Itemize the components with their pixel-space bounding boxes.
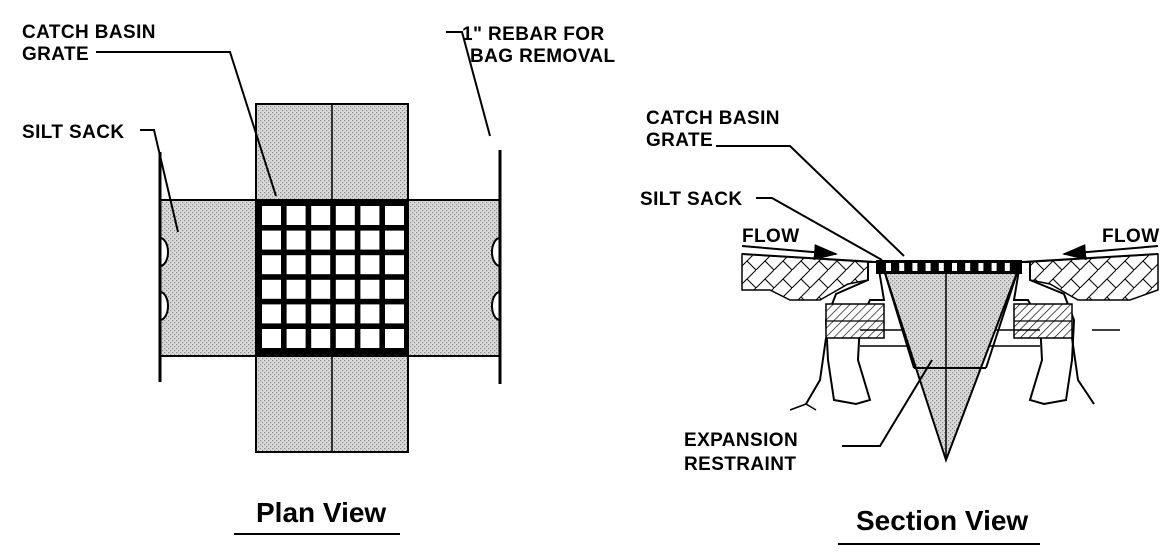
grate-opening [360,255,380,275]
grate-opening [286,206,306,225]
grate-opening [360,304,380,324]
grate-opening [360,206,380,225]
plan-silt-sack-label: SILT SACK [22,122,124,143]
grate-opening [360,329,380,348]
plan-sack-flap-right [407,199,501,357]
grate-opening [262,304,281,324]
grate-opening [311,206,331,225]
grate-opening [385,230,404,250]
section-grate-gap [886,263,891,271]
plan-sack-flap-left [159,199,257,357]
section-ground-right [1029,253,1159,301]
plan-catch-basin-label-1: CATCH BASIN [22,22,156,43]
grate-opening [385,255,404,275]
grate-opening [311,255,331,275]
grate-opening [262,279,281,299]
grate-opening [385,304,404,324]
section-silt-sack [882,269,1020,464]
section-flow-left-label: FLOW [742,226,800,247]
section-flow-arrow-left [741,244,838,261]
grate-opening [335,255,355,275]
grate-opening [311,230,331,250]
grate-opening [360,230,380,250]
grate-opening [311,329,331,348]
section-flow-right-label: FLOW [1102,226,1160,247]
section-expansion-label-1: EXPANSION [684,430,798,451]
grate-opening [311,279,331,299]
plan-catch-basin-grate [256,200,408,356]
section-grate-gap [899,263,905,271]
plan-rebar-label-1: 1" REBAR FOR [462,24,605,45]
grate-opening [286,329,306,348]
plan-catch-basin-label-2: GRATE [22,44,89,65]
section-grate-gap [991,263,997,271]
grate-opening [286,279,306,299]
plan-view-title: Plan View [256,497,386,528]
section-grate-gap [925,263,931,271]
grate-opening [286,304,306,324]
plan-view: CATCH BASIN GRATE SILT SACK 1" REBAR FOR… [22,22,616,535]
section-grate-gap [978,263,984,271]
grate-opening [385,329,404,348]
grate-opening [335,206,355,225]
grate-opening [262,329,281,348]
grate-opening [262,255,281,275]
section-flow-arrow-right [1062,244,1159,261]
section-silt-sack-label: SILT SACK [640,189,742,210]
section-grate-gap [912,263,918,271]
grate-opening [335,230,355,250]
section-view: CATCH BASIN GRATE SILT SACK FLOW FLOW EX… [640,108,1160,545]
grate-opening [360,279,380,299]
section-expansion-label-2: RESTRAINT [684,454,796,475]
grate-opening [286,255,306,275]
grate-opening [335,279,355,299]
plan-rebar-label-2: BAG REMOVAL [470,46,616,67]
grate-opening [335,304,355,324]
grate-opening [262,206,281,225]
section-catch-basin-label-1: CATCH BASIN [646,108,780,129]
section-grate-gap [1004,263,1010,271]
grate-opening [385,279,404,299]
grate-opening [335,329,355,348]
section-grate-gap [952,263,957,271]
section-view-title: Section View [856,505,1028,536]
grate-opening [286,230,306,250]
section-catch-basin-label-2: GRATE [646,130,713,151]
grate-opening [262,230,281,250]
grate-opening [385,206,404,225]
section-grate-gap [965,263,971,271]
section-grate-gap [938,263,944,271]
grate-opening [311,304,331,324]
section-catch-basin-grate [876,260,1022,274]
